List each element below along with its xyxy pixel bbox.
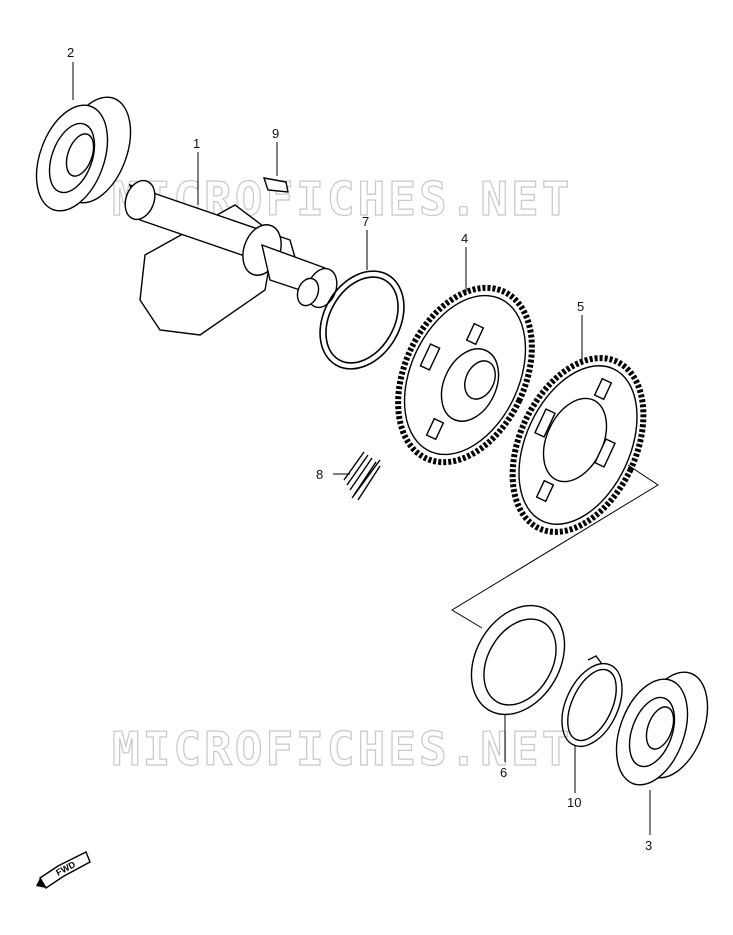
assembly-line bbox=[451, 464, 659, 629]
circlip bbox=[561, 655, 623, 748]
spring bbox=[343, 451, 381, 501]
callout-2: 2 bbox=[67, 45, 74, 60]
drive-gear bbox=[395, 284, 535, 466]
callout-6: 6 bbox=[500, 765, 507, 780]
callout-4: 4 bbox=[461, 231, 468, 246]
fwd-arrow-icon: FWD bbox=[36, 851, 91, 889]
callout-9: 9 bbox=[272, 126, 279, 141]
crank-shaft bbox=[124, 179, 338, 336]
bearing-top bbox=[35, 96, 132, 212]
callout-8: 8 bbox=[316, 467, 323, 482]
callout-3: 3 bbox=[645, 838, 652, 853]
callout-5: 5 bbox=[577, 299, 584, 314]
washer bbox=[470, 604, 566, 716]
callout-7: 7 bbox=[362, 214, 369, 229]
driven-gear bbox=[509, 355, 647, 535]
o-ring bbox=[319, 270, 405, 370]
key bbox=[262, 177, 289, 193]
watermark-bottom: MICROFICHES.NET bbox=[112, 722, 572, 776]
bearing-bottom bbox=[615, 671, 709, 786]
callout-1: 1 bbox=[193, 136, 200, 151]
leader-lines bbox=[72, 62, 651, 835]
callout-10: 10 bbox=[567, 795, 581, 810]
